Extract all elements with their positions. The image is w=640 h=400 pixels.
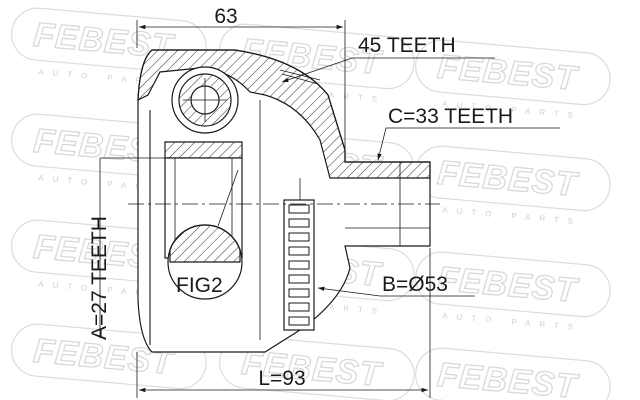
callout-outer-teeth: 45 TEETH (281, 34, 495, 83)
fig2-hatch-region (169, 224, 241, 263)
abs-tooth (288, 232, 310, 242)
abs-tooth (288, 274, 310, 284)
fig2-detail (167, 169, 243, 300)
watermark-tile: FEBEST (415, 347, 611, 400)
length-label: L=93 (258, 367, 305, 390)
callout-diameter-b: B=Ø53 (317, 273, 475, 297)
spline-c-label: C=33 TEETH (388, 105, 513, 128)
ball-bearing-view (171, 66, 239, 134)
abs-tooth (288, 302, 310, 312)
cv-joint-part (128, 49, 440, 353)
watermark-brand-text: FEBEST (436, 48, 581, 98)
outer-teeth-leader (281, 57, 495, 83)
callout-spline-c: C=33 TEETH (377, 105, 560, 161)
callout-spline-a: A=27 TEETH (88, 157, 165, 340)
spline-c-leader (377, 127, 560, 161)
abs-tooth (288, 316, 310, 326)
abs-tooth (288, 288, 310, 298)
abs-tone-ring (283, 199, 315, 331)
fig2-label: FIG2 (176, 274, 223, 297)
ball-crosshair (183, 78, 227, 122)
dim-extension-lines (136, 20, 346, 160)
abs-tooth (288, 218, 310, 228)
diameter-b-label: B=Ø53 (382, 273, 448, 296)
abs-tooth (288, 204, 310, 214)
housing-wall-section-upper (137, 49, 431, 179)
dimension-overall-width: 63 (136, 5, 346, 160)
fig2-leader (217, 169, 239, 227)
length-extension-lines (136, 248, 431, 398)
outer-teeth-label: 45 TEETH (358, 34, 456, 57)
watermark-brand-text: FEBEST (436, 356, 581, 400)
watermark-tile: FEBEST AUTO PARTS (415, 145, 611, 227)
watermark-brand-text: FEBEST (436, 260, 581, 310)
dimension-length: L=93 (136, 248, 431, 398)
abs-tooth (288, 260, 310, 270)
overall-width-label: 63 (214, 5, 237, 28)
boot-groove (279, 69, 321, 85)
watermark-brand-text: FEBEST (436, 154, 581, 204)
inner-race-section (164, 141, 243, 159)
spline-a-leader (99, 157, 165, 338)
spline-a-label: A=27 TEETH (88, 216, 111, 340)
diameter-b-leader (317, 286, 475, 297)
abs-tooth (288, 246, 310, 256)
